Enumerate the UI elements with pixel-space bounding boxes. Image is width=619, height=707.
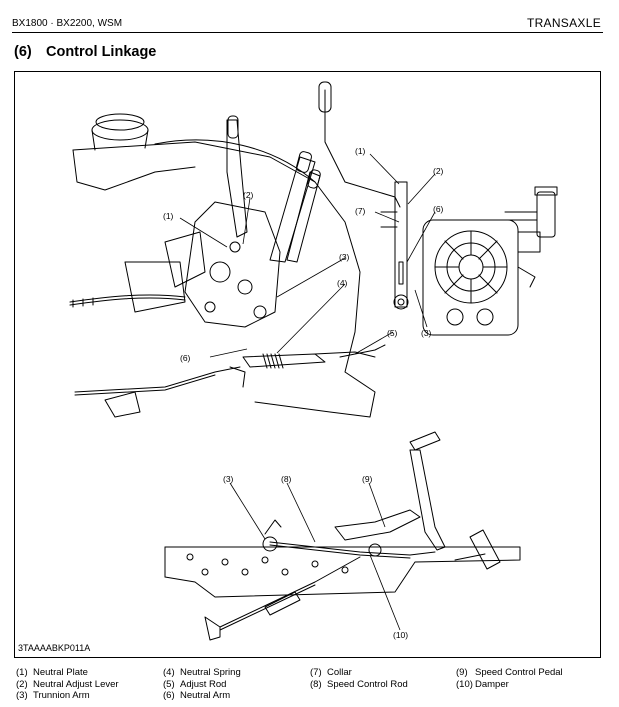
manual-model-header: BX1800 · BX2200, WSM <box>12 18 123 29</box>
callout-bottom-8: (8) <box>281 474 292 484</box>
callout-top-left-5: (5) <box>387 328 398 338</box>
figure-frame: (1) (2) (3) (4) (5) (6) (1) (2) (7) (6) … <box>14 71 601 658</box>
lower-rod <box>74 366 241 393</box>
shift-rod <box>324 89 401 208</box>
lower-linkage-rod <box>219 556 361 628</box>
legend-item: (8)Speed Control Rod <box>310 678 408 690</box>
speed-control-pedal <box>334 509 421 541</box>
section-number: (6) <box>14 44 32 60</box>
section-title-text: Control Linkage <box>46 44 157 60</box>
legend-column-4: (9)Speed Control Pedal (10)Damper <box>456 667 563 690</box>
legend-item: (4)Neutral Spring <box>163 667 241 678</box>
callout-top-left-1: (1) <box>163 211 174 221</box>
callout-bottom-3: (3) <box>223 474 234 484</box>
figure-code: 3TAAAABKP011A <box>18 643 91 653</box>
callout-top-left-2: (2) <box>243 190 254 200</box>
legend-column-3: (7)Collar (8)Speed Control Rod <box>310 667 408 690</box>
callout-top-right-7: (7) <box>355 206 366 216</box>
legend-item: (2)Neutral Adjust Lever <box>16 678 119 690</box>
section-title: (6) Control Linkage <box>14 44 156 60</box>
body-outline <box>72 141 376 418</box>
adjust-rod <box>339 344 386 358</box>
legend-column-1: (1)Neutral Plate (2)Neutral Adjust Lever… <box>16 667 119 702</box>
callout-top-left-6: (6) <box>180 353 191 363</box>
callout-top-right-1: (1) <box>355 146 366 156</box>
legend-item: (5)Adjust Rod <box>163 678 227 690</box>
callout-top-right-3: (3) <box>421 328 432 338</box>
legend-column-2: (4)Neutral Spring (5)Adjust Rod (6)Neutr… <box>163 667 241 702</box>
legend-item: (9)Speed Control Pedal <box>456 667 563 678</box>
speed-control-rod <box>269 541 436 556</box>
legend-item: (10)Damper <box>456 678 509 690</box>
manual-section-header: TRANSAXLE <box>526 16 601 30</box>
legend-item: (7)Collar <box>310 667 352 678</box>
frame-rail <box>164 546 521 598</box>
header-rule <box>12 32 603 33</box>
legend-item: (6)Neutral Arm <box>163 690 231 701</box>
main-lever <box>226 119 248 238</box>
damper <box>469 529 501 570</box>
callout-top-left-4: (4) <box>337 278 348 288</box>
callout-bottom-9: (9) <box>362 474 373 484</box>
callout-top-right-6: (6) <box>433 204 444 214</box>
callout-bottom-10: (10) <box>393 630 408 640</box>
legend-item: (1)Neutral Plate <box>16 667 88 678</box>
control-linkage-illustration: (1) (2) (3) (4) (5) (6) (1) (2) (7) (6) … <box>69 81 558 641</box>
neutral-arm <box>242 353 326 368</box>
cable-upper <box>69 294 186 303</box>
legend-item: (3)Trunnion Arm <box>16 690 90 701</box>
neutral-spring <box>262 353 284 369</box>
callout-top-right-2: (2) <box>433 166 444 176</box>
callout-top-left-3: (3) <box>339 252 350 262</box>
